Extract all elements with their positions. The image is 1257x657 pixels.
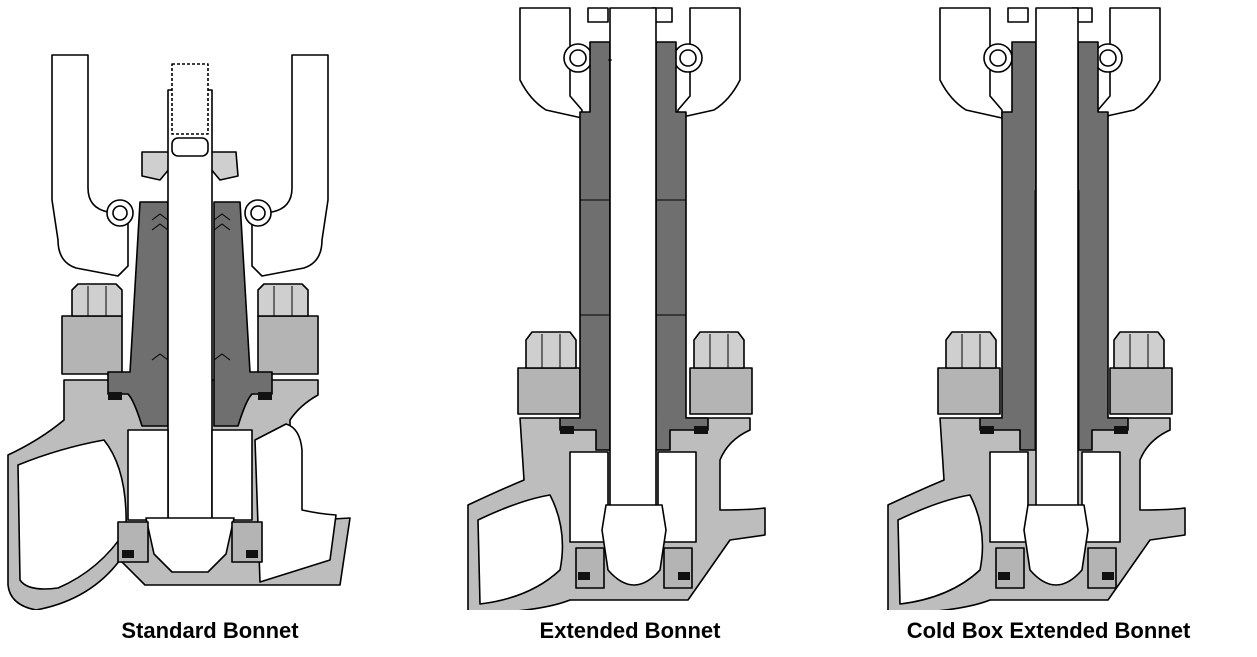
bonnet-flange-left (937, 367, 1001, 415)
valve-plug (601, 504, 667, 586)
seat-ring-left (575, 547, 605, 589)
seat-ring-right (663, 547, 693, 589)
cold-box-extended-bonnet-panel: Cold Box Extended Bonnet (840, 0, 1257, 657)
yoke-left-arm (51, 54, 129, 277)
body-outlet-passage (254, 423, 337, 583)
valve-plug (1023, 504, 1089, 586)
yoke-left-arm (939, 7, 1003, 119)
hex-nut-left (945, 331, 997, 369)
valve-plug (145, 517, 235, 573)
cold-box-extended-bonnet-diagram (887, 7, 1186, 610)
caption-standard-bonnet: Standard Bonnet (121, 618, 299, 643)
hex-nut-right (693, 331, 745, 369)
valve-stem (1035, 7, 1079, 509)
cage-right (211, 429, 253, 521)
bonnet-flange-right (1109, 367, 1173, 415)
hex-nut-right (1113, 331, 1165, 369)
yoke-left-arm (519, 7, 583, 119)
caption-cold-box-extended-bonnet: Cold Box Extended Bonnet (906, 618, 1191, 643)
cage-left (569, 451, 609, 543)
seal (560, 426, 574, 434)
stem-threaded-end (171, 63, 209, 135)
extended-bonnet-panel: Extended Bonnet (420, 0, 840, 657)
standard-bonnet-diagram (7, 54, 351, 610)
bonnet-flange-left (61, 315, 123, 375)
bonnet-flange-right (257, 315, 319, 375)
yoke-right-arm (251, 54, 329, 277)
hex-nut-left (525, 331, 577, 369)
bonnet (107, 201, 169, 427)
seal (108, 392, 122, 400)
extended-bonnet-diagram (467, 7, 766, 610)
hex-nut-left (71, 283, 123, 317)
seal (980, 426, 994, 434)
seat-ring-left (995, 547, 1025, 589)
body-inlet-passage (477, 494, 564, 605)
seat-ring-right (1087, 547, 1117, 589)
hex-nut-right (257, 283, 309, 317)
cage-right (1081, 451, 1121, 543)
bonnet-flange-right (689, 367, 753, 415)
bonnet-flange-left (517, 367, 581, 415)
standard-bonnet-panel: Standard Bonnet (0, 0, 420, 657)
cage-left (127, 429, 169, 521)
caption-extended-bonnet: Extended Bonnet (539, 618, 721, 643)
valve-stem (609, 7, 657, 509)
valve-stem (167, 89, 213, 521)
cage-left (989, 451, 1029, 543)
body-inlet-passage (897, 494, 984, 605)
